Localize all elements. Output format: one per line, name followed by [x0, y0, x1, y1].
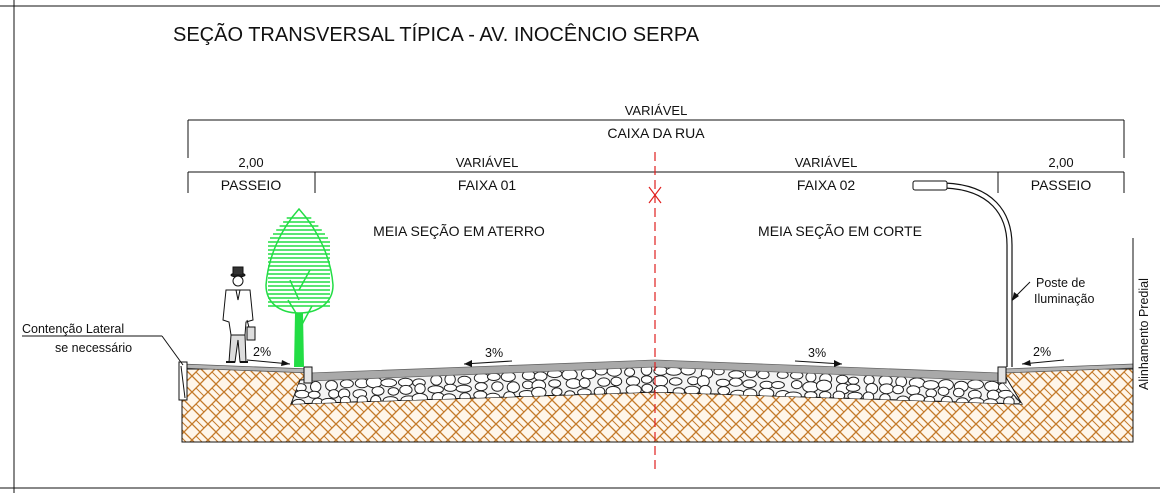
lane1-label: FAIXA 01	[458, 177, 517, 193]
svg-text:3%: 3%	[808, 346, 826, 360]
tree-icon	[265, 207, 334, 367]
slope-right-road: 3%	[794, 346, 843, 367]
slope-left-road: 3%	[463, 346, 513, 367]
left-sidewalk-width: 2,00	[238, 155, 263, 170]
lane1-width: VARIÁVEL	[456, 155, 519, 170]
right-sidewalk-label: PASSEIO	[1031, 177, 1092, 193]
left-section-caption: MEIA SEÇÃO EM ATERRO	[373, 223, 545, 239]
slope-right-sidewalk: 2%	[1021, 345, 1065, 366]
overall-dimension-label: CAIXA DA RUA	[607, 125, 705, 141]
overall-dimension: VARIÁVEL CAIXA DA RUA	[187, 103, 1125, 158]
right-curb	[997, 366, 1007, 384]
lateral-retaining-label-2: se necessário	[55, 341, 132, 355]
overall-dimension-value: VARIÁVEL	[625, 103, 688, 118]
lighting-pole-icon	[912, 180, 1013, 367]
pole-label-1: Poste de	[1036, 276, 1085, 290]
left-curb	[303, 366, 313, 384]
lateral-leader-line	[161, 335, 184, 366]
pole-label-2: Iluminação	[1034, 292, 1094, 306]
building-alignment-label: Alinhamento Predial	[1137, 278, 1151, 390]
lateral-retaining-label-1: Contenção Lateral	[22, 322, 124, 336]
segment-dimensions: 2,00 PASSEIO VARIÁVEL FAIXA 01 VARIÁVEL …	[187, 155, 1125, 193]
pole-leader	[1012, 281, 1031, 301]
centerline-marker-icon	[648, 186, 662, 204]
left-sidewalk-label: PASSEIO	[221, 177, 282, 193]
svg-text:3%: 3%	[485, 346, 503, 360]
right-sidewalk-width: 2,00	[1048, 155, 1073, 170]
right-section-caption: MEIA SEÇÃO EM CORTE	[758, 223, 922, 239]
slope-left-sidewalk: 2%	[246, 345, 291, 366]
drawing-title: SEÇÃO TRANSVERSAL TÍPICA - AV. INOCÊNCIO…	[173, 22, 700, 46]
pedestrian-icon	[222, 266, 256, 363]
lateral-retaining-element	[178, 361, 188, 401]
lane2-width: VARIÁVEL	[795, 155, 858, 170]
svg-text:2%: 2%	[1033, 345, 1051, 359]
lane2-label: FAIXA 02	[797, 177, 856, 193]
svg-text:2%: 2%	[253, 345, 271, 359]
